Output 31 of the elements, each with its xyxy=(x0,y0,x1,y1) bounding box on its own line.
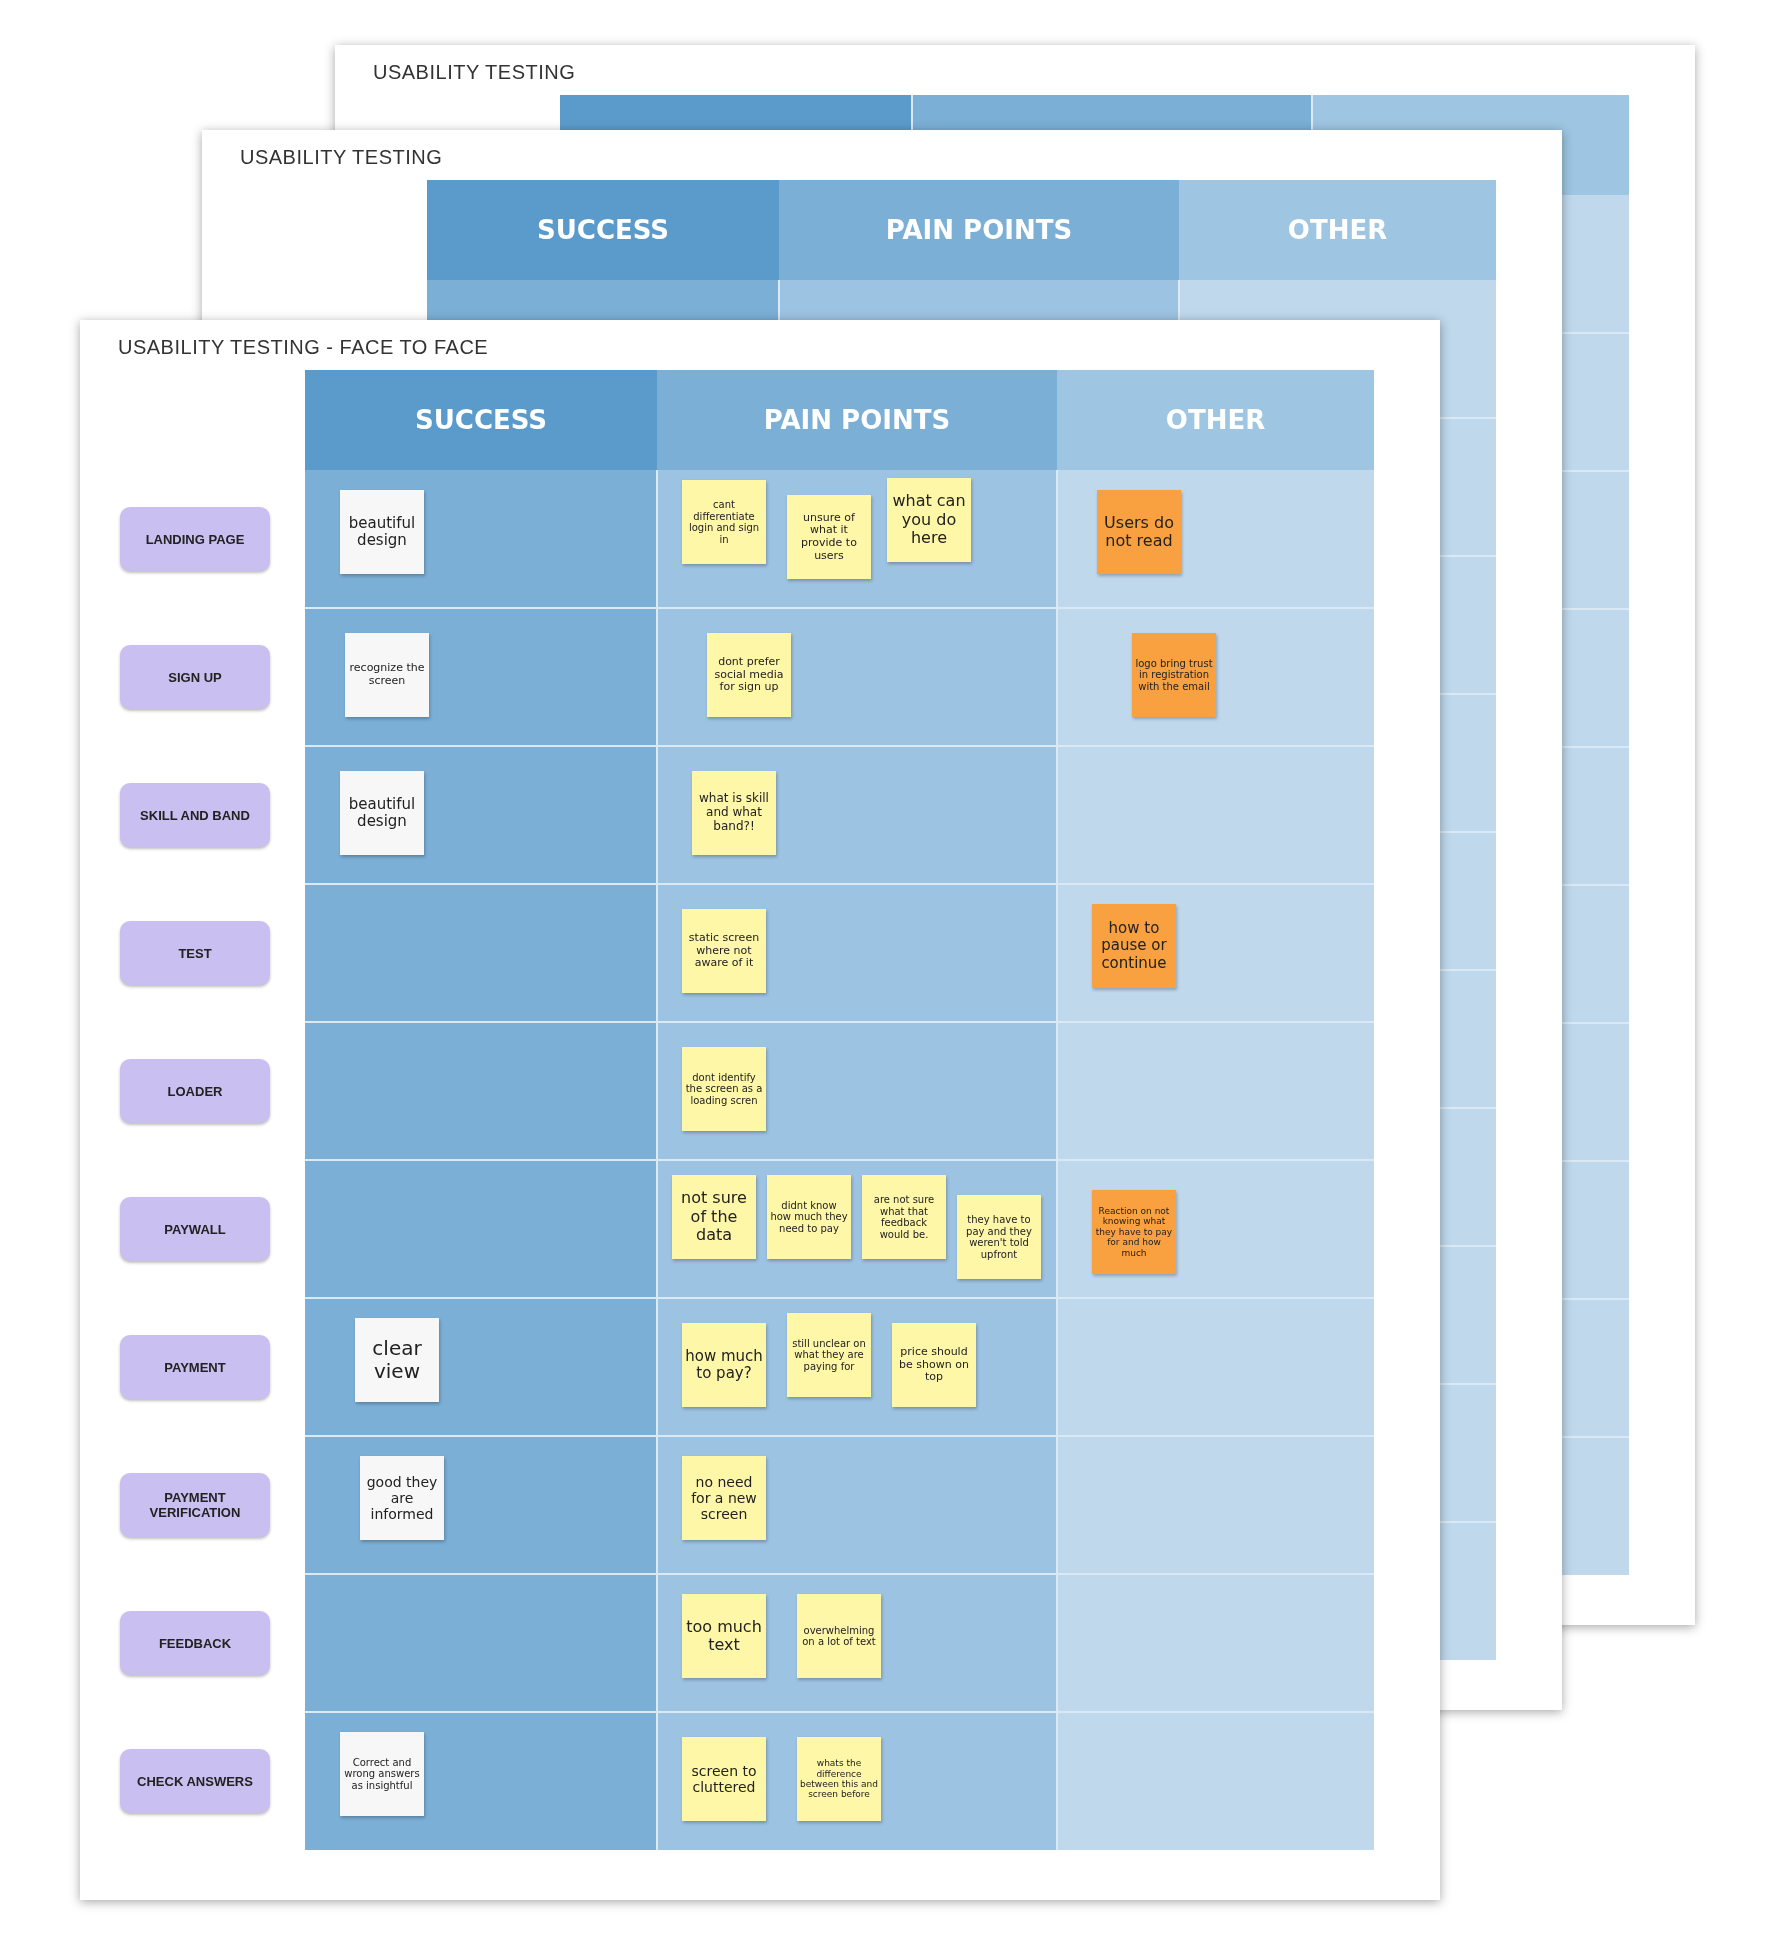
sticky-note: still unclear on what they are paying for xyxy=(787,1313,871,1397)
sticky-note: price should be shown on top xyxy=(892,1323,976,1407)
sheet-title: USABILITY TESTING - FACE TO FACE xyxy=(118,336,489,359)
sticky-note: how much to pay? xyxy=(682,1323,766,1407)
sticky-note: didnt know how much they need to pay xyxy=(767,1175,851,1259)
sticky-note: logo bring trust in registration with the email xyxy=(1132,633,1216,717)
sticky-note: are not sure what that feedback would be. xyxy=(862,1175,946,1259)
sticky-note: dont prefer social media for sign up xyxy=(707,633,791,717)
sticky-note: clear view xyxy=(355,1318,439,1402)
sticky-note: no need for a new screen xyxy=(682,1456,766,1540)
sticky-note: Users do not read xyxy=(1097,490,1181,574)
sticky-note: what can you do here xyxy=(887,478,971,562)
sticky-note: good they are informed xyxy=(360,1456,444,1540)
sticky-note: unsure of what it provide to users xyxy=(787,495,871,579)
sticky-note: what is skill and what band?! xyxy=(692,771,776,855)
column-header: OTHER xyxy=(1179,180,1496,280)
sticky-note: how to pause or continue xyxy=(1092,904,1176,988)
sticky-note: cant differentiate login and sign in xyxy=(682,480,766,564)
sticky-note: dont identify the screen as a loading scren xyxy=(682,1047,766,1131)
column-header: PAIN POINTS xyxy=(657,370,1057,470)
sticky-note: they have to pay and they weren't told upfront xyxy=(957,1195,1041,1279)
column-header: SUCCESS xyxy=(427,180,779,280)
sheet-title: USABILITY TESTING xyxy=(373,61,576,84)
sticky-note: Reaction on not knowing what they have to pay for and how much xyxy=(1092,1190,1176,1274)
sticky-note: beautiful design xyxy=(340,771,424,855)
sticky-note: static screen where not aware of it xyxy=(682,909,766,993)
sticky-note: recognize the screen xyxy=(345,633,429,717)
sheet-title: USABILITY TESTING xyxy=(240,146,443,169)
column-header: PAIN POINTS xyxy=(779,180,1179,280)
sticky-note: beautiful design xyxy=(340,490,424,574)
sticky-note: not sure of the data xyxy=(672,1175,756,1259)
